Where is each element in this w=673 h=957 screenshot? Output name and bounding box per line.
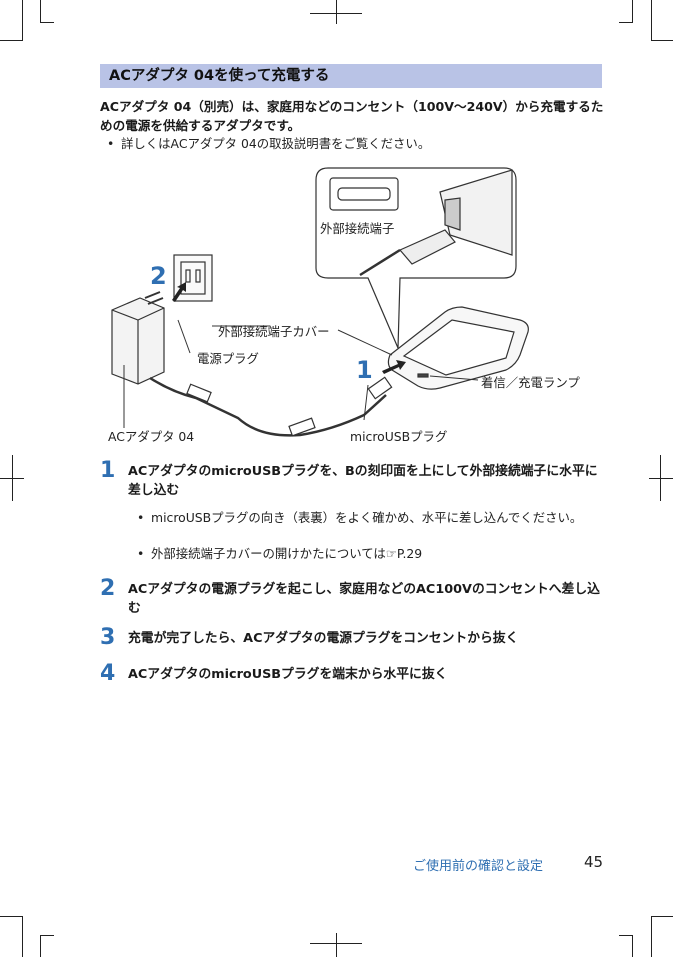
zoom-usb-plug xyxy=(399,229,456,265)
step-2: 2 ACアダプタの電源プラグを起こし、家庭用などのAC100Vのコンセントへ差し… xyxy=(100,576,610,618)
label-micro-usb: microUSBプラグ xyxy=(350,429,448,444)
step-1: 1 ACアダプタのmicroUSBプラグを、Bの刻印面を上にして外部接続端子に水… xyxy=(100,458,610,500)
step-1-note-2: • 外部接続端子カバーの開けかたについては☞P.29 xyxy=(137,545,607,563)
bullet-dot: • xyxy=(137,546,145,561)
step-number: 1 xyxy=(100,458,116,483)
label-connector: 外部接続端子 xyxy=(320,221,395,236)
footer-chapter-title: ご使用前の確認と設定 xyxy=(413,859,544,874)
label-adapter: ACアダプタ 04 xyxy=(108,429,195,444)
step-text: ACアダプタの電源プラグを起こし、家庭用などのAC100Vのコンセントへ差し込む xyxy=(128,582,600,616)
step-3: 3 充電が完了したら、ACアダプタの電源プラグをコンセントから抜く xyxy=(100,625,610,650)
note-text: microUSBプラグの向き（表裏）をよく確かめ、水平に差し込んでください。 xyxy=(151,510,583,525)
marker-step-2: 2 xyxy=(150,262,167,290)
label-power-plug: 電源プラグ xyxy=(197,351,259,366)
step-4: 4 ACアダプタのmicroUSBプラグを端末から水平に抜く xyxy=(100,661,610,686)
insert-arrow-2 xyxy=(172,282,186,302)
zoom-connector-port xyxy=(329,177,399,211)
note-text: 外部接続端子カバーの開けかたについては☞P.29 xyxy=(151,546,423,561)
step-number: 2 xyxy=(100,576,116,601)
step-1-note-1: • microUSBプラグの向き（表裏）をよく確かめ、水平に差し込んでください。 xyxy=(137,509,607,527)
led-lamp xyxy=(417,373,429,378)
usb-cable xyxy=(149,376,387,437)
page-number: 45 xyxy=(584,853,604,871)
charging-illustration xyxy=(111,167,529,437)
insert-arrow-1 xyxy=(382,360,406,374)
bullet-dot: • xyxy=(107,136,115,151)
bullet-dot: • xyxy=(137,510,145,525)
micro-usb-plug-icon xyxy=(367,376,393,400)
intro-text: ACアダプタ 04（別売）は、家庭用などのコンセント（100V〜240V）から充… xyxy=(100,99,604,133)
step-text: ACアダプタのmicroUSBプラグを、Bの刻印面を上にして外部接続端子に水平に… xyxy=(128,464,598,498)
label-led: 着信／充電ランプ xyxy=(481,375,580,390)
step-text: ACアダプタのmicroUSBプラグを端末から水平に抜く xyxy=(128,667,448,682)
section-title: ACアダプタ 04を使って充電する xyxy=(100,64,602,88)
intro-bullet-text: 詳しくはACアダプタ 04の取扱説明書をご覧ください。 xyxy=(121,136,431,151)
intro-bullet: • 詳しくはACアダプタ 04の取扱説明書をご覧ください。 xyxy=(107,135,597,153)
step-text: 充電が完了したら、ACアダプタの電源プラグをコンセントから抜く xyxy=(128,631,519,646)
step-number: 4 xyxy=(100,661,116,686)
step-number: 3 xyxy=(100,625,116,650)
marker-step-1: 1 xyxy=(356,356,373,384)
label-connector-cover: 外部接続端子カバー xyxy=(218,324,330,339)
